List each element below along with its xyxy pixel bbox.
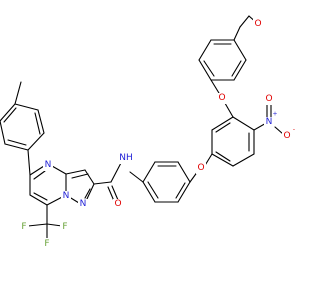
ether-oxygen-bridge: O — [197, 163, 204, 173]
nitro-oxygen-top: O — [265, 94, 272, 104]
molecule-svg: O O O N + O O - NH O N N N — [0, 15, 295, 249]
pyrazole-nitrogen: N — [80, 199, 87, 209]
nitrophenyl-ring — [211, 116, 255, 167]
amide-oxygen: O — [114, 199, 121, 209]
nitro-oxygen-charge: - — [293, 127, 295, 134]
ether-oxygen-mid: O — [218, 93, 225, 103]
ether-oxygen-top: O — [254, 19, 261, 29]
fluorine-bottom: F — [44, 239, 49, 249]
tolyl-ring — [0, 81, 45, 176]
amide-nitrogen: NH — [119, 153, 133, 163]
ethoxyphenyl-ring — [198, 39, 247, 81]
trifluoromethyl-group — [27, 204, 63, 241]
nitro-oxygen-right: O — [283, 131, 290, 141]
bridgehead-nitrogen: N — [63, 191, 70, 201]
atom-labels: O O O N + O O - NH O N N N — [20, 19, 295, 249]
amide-link — [93, 160, 144, 202]
fluorine-left: F — [21, 222, 26, 232]
nitro-nitrogen: N — [266, 117, 273, 127]
nitro-nitrogen-charge: + — [272, 111, 277, 118]
pyrimidine-nitrogen: N — [45, 160, 52, 170]
middle-phenyl-ring — [142, 161, 191, 203]
molecule-structure: O O O N + O O - NH O N N N — [0, 15, 295, 249]
fluorine-right: F — [62, 222, 67, 232]
